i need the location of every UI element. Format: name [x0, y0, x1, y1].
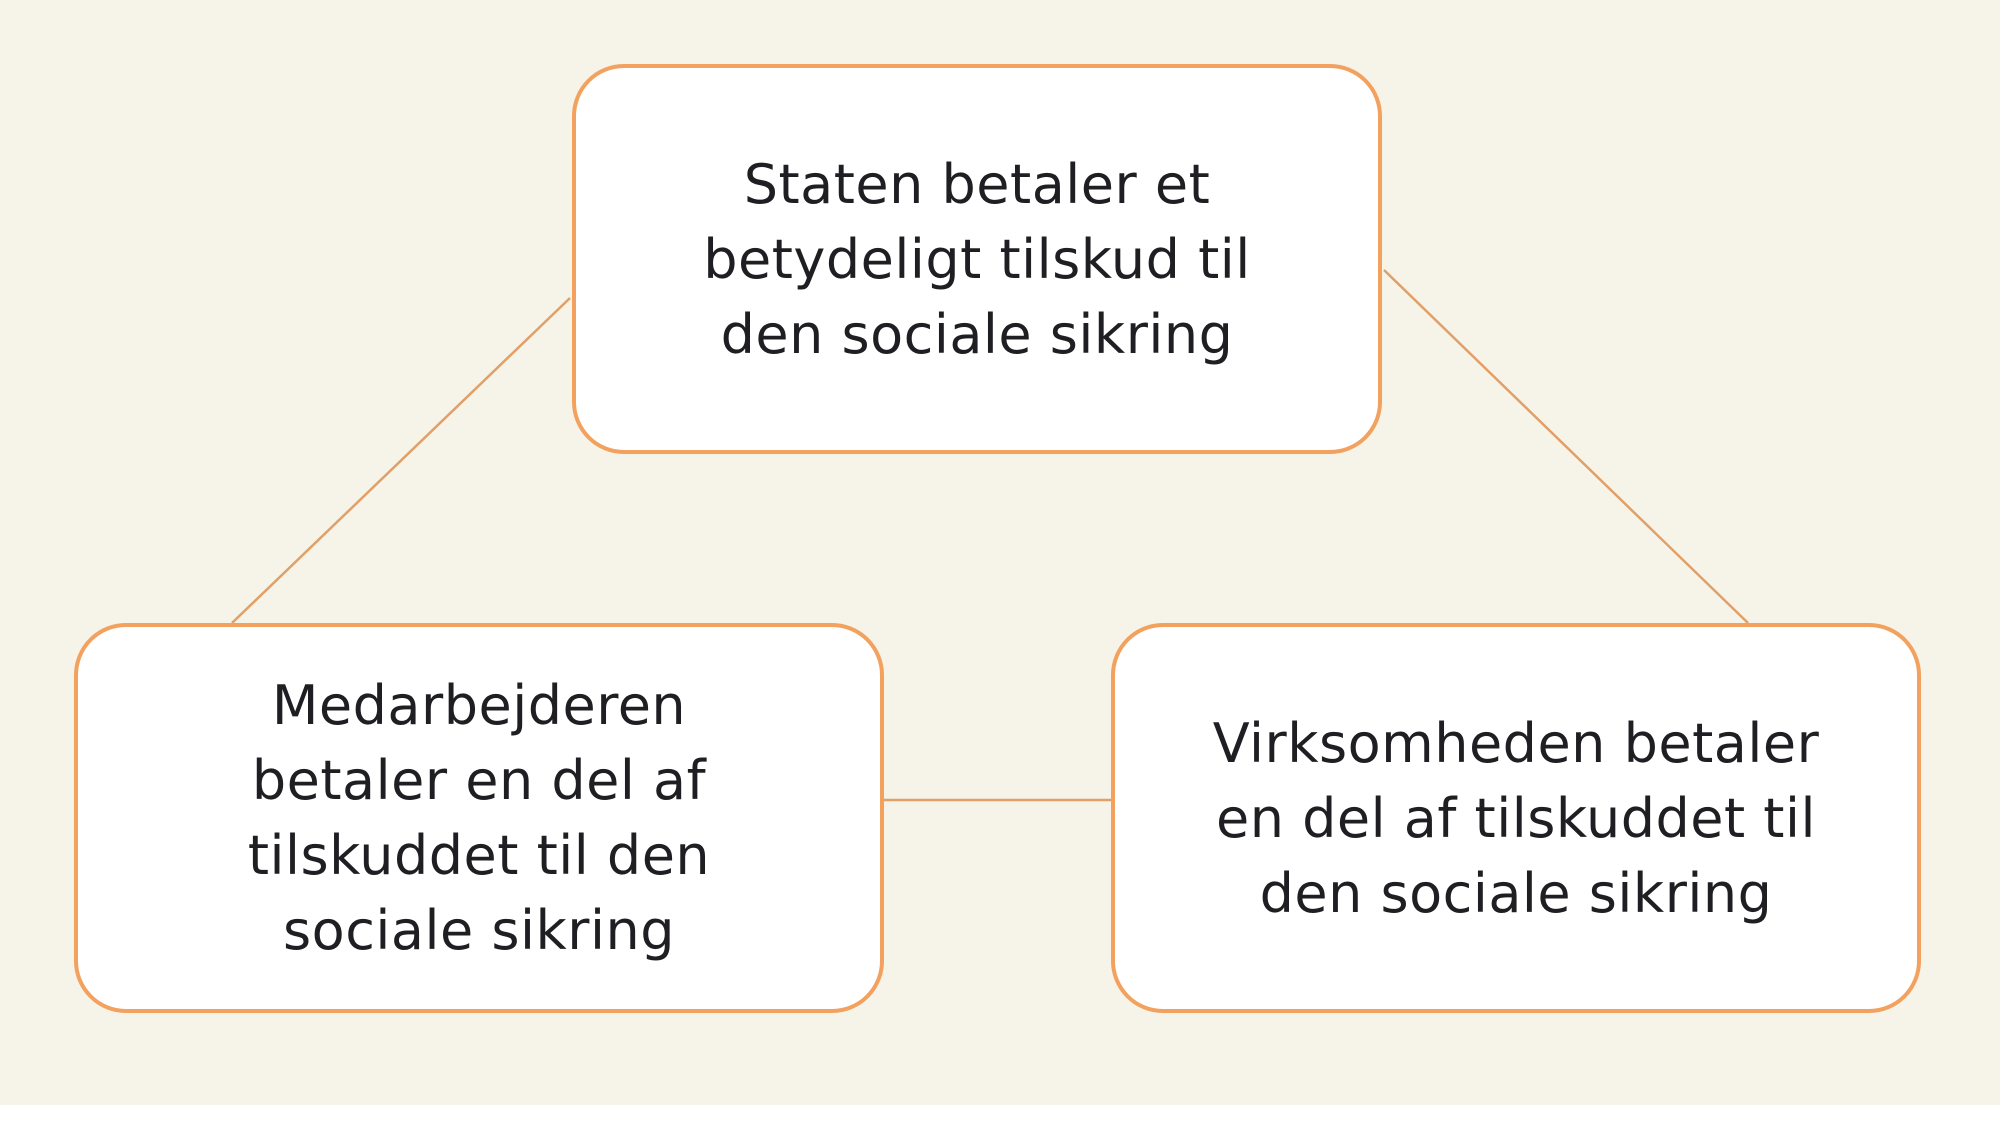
node-company-contribution-label: Virksomheden betaler en del af tilskudde… [1212, 711, 1820, 925]
node-company-contribution: Virksomheden betaler en del af tilskudde… [1111, 623, 1921, 1013]
node-employee-contribution: Medarbejderen betaler en del af tilskudd… [74, 623, 884, 1013]
connector-top-right [1383, 269, 1749, 624]
node-employee-contribution-label: Medarbejderen betaler en del af tilskudd… [247, 674, 711, 962]
node-state-contribution-label: Staten betaler et betydeligt tilskud til… [703, 152, 1251, 366]
diagram-connectors [231, 269, 1749, 802]
node-state-contribution: Staten betaler et betydeligt tilskud til… [572, 64, 1382, 454]
connector-top-left [231, 297, 571, 624]
